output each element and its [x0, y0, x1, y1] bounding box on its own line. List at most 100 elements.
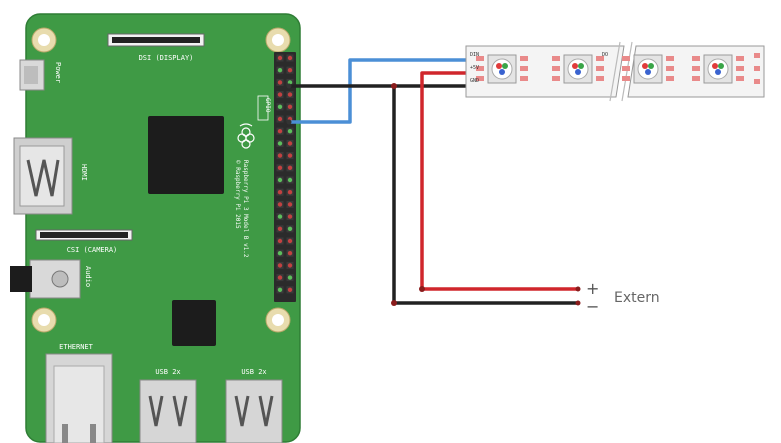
- ethernet-port: ETHERNET: [45, 343, 113, 443]
- power-connector: Power: [19, 59, 62, 91]
- gpio-pin-dot: [287, 55, 293, 61]
- extern-plus-sign: +: [586, 279, 599, 298]
- usb-port-right: USB 2x: [225, 368, 283, 443]
- gpio-pin-dot: [277, 275, 283, 280]
- raspberry-pi-board: DSI (DISPLAY) Power HDMI Raspberry Pi 3 …: [10, 13, 301, 443]
- mounting-hole-icon: [31, 307, 57, 333]
- wire-junction: [391, 83, 397, 89]
- gpio-pin-dot: [277, 226, 283, 231]
- gpio-pin-dot: [287, 263, 293, 268]
- gpio-pin-dot: [287, 275, 293, 280]
- gpio-pin-dot: [287, 165, 293, 170]
- gpio-pin-dot: [287, 214, 293, 219]
- wires: [286, 58, 581, 306]
- led-diode-icon: [575, 69, 581, 75]
- wire-end: [575, 286, 581, 292]
- led-diode-icon: [718, 63, 724, 69]
- hdmi-connector: HDMI: [13, 137, 88, 215]
- gpio-pin-dot: [277, 80, 283, 85]
- raspberry-logo-icon: [237, 123, 255, 149]
- extern-label: Extern: [614, 290, 660, 306]
- gpio-pin-dot: [277, 104, 283, 110]
- strip-5v-label: +5V: [470, 65, 479, 71]
- extern-minus-sign: −: [586, 297, 599, 316]
- wire-end: [286, 83, 292, 89]
- gpio-header: [276, 54, 294, 294]
- data-wire: [289, 58, 475, 124]
- gpio-pin-dot: [277, 92, 283, 97]
- gpio-pin-dot: [277, 238, 283, 244]
- power-wire: [420, 71, 578, 291]
- gpio-pin-dot: [277, 177, 283, 183]
- led-cell: [476, 54, 528, 84]
- usb-left-label: USB 2x: [155, 368, 180, 376]
- gpio-pin-dot: [277, 287, 283, 292]
- power-label: Power: [54, 62, 62, 83]
- gpio-pin-dot: [277, 165, 283, 170]
- gpio-pin-dot: [287, 202, 293, 207]
- model-text: Raspberry Pi 3 Model B v1.2: [242, 160, 249, 258]
- led-diode-icon: [712, 63, 718, 69]
- mounting-hole-icon: [31, 27, 57, 53]
- wire-junction: [391, 300, 397, 306]
- strip-gnd-label: GND: [470, 78, 479, 84]
- soc-chip: [148, 116, 224, 194]
- led-diode-icon: [648, 63, 654, 69]
- gpio-pin-dot: [287, 104, 293, 110]
- usb-right-label: USB 2x: [241, 368, 266, 376]
- csi-label: CSI (CAMERA): [67, 246, 118, 254]
- led-diode-icon: [496, 63, 502, 69]
- led-diode-icon: [572, 63, 578, 69]
- gpio-pin-dot: [287, 177, 293, 183]
- usb-port-left: USB 2x: [139, 368, 197, 443]
- gpio-pin-dot: [277, 202, 283, 207]
- gpio-pin-dot: [287, 80, 293, 85]
- audio-jack: Audio: [10, 259, 92, 299]
- led-diode-icon: [642, 63, 648, 69]
- gpio-pin-dot: [277, 129, 283, 134]
- gpio-pin-dot: [277, 214, 283, 219]
- gpio-pin-dot: [287, 68, 293, 73]
- copyright-text: © Raspberry Pi 2015: [234, 160, 241, 229]
- mounting-hole-icon: [265, 307, 291, 333]
- gpio-pin-dot: [277, 251, 283, 256]
- led-diode-icon: [578, 63, 584, 69]
- gpio-pin-dot: [277, 141, 283, 146]
- led-strip: DIN +5V GND DO: [465, 41, 765, 102]
- strip-do-label: DO: [602, 52, 608, 58]
- gpio-pin-dot: [287, 92, 293, 97]
- gpio-pin-dot: [287, 251, 293, 256]
- led-diode-icon: [645, 69, 651, 75]
- mounting-hole-icon: [265, 27, 291, 53]
- gpio-pin-dot: [287, 287, 293, 292]
- gpio-label: GPIO: [264, 98, 271, 113]
- strip-din-label: DIN: [470, 52, 479, 58]
- usb-controller-chip: [172, 300, 216, 346]
- gpio-pin-dot: [287, 226, 293, 231]
- gpio-pin-dot: [287, 141, 293, 146]
- gpio-pin-dot: [277, 68, 283, 73]
- hdmi-label: HDMI: [80, 164, 88, 181]
- led-diode-icon: [499, 69, 505, 75]
- gpio-pin-dot: [277, 153, 283, 158]
- gpio-pin-dot: [287, 190, 293, 195]
- led-cell: [552, 54, 604, 84]
- wire-end: [575, 300, 581, 306]
- gpio-pin-dot: [277, 190, 283, 195]
- led-cell: [692, 54, 744, 84]
- gpio-pin-dot: [287, 153, 293, 158]
- dsi-connector: DSI (DISPLAY): [107, 33, 205, 62]
- ethernet-label: ETHERNET: [59, 343, 94, 351]
- extern-power: + − Extern: [586, 279, 660, 316]
- gpio-pin-dot: [287, 129, 293, 134]
- audio-label: Audio: [84, 266, 92, 287]
- led-diode-icon: [715, 69, 721, 75]
- csi-connector: CSI (CAMERA): [35, 229, 133, 254]
- led-diode-icon: [502, 63, 508, 69]
- gpio-pin-dot: [277, 263, 283, 268]
- wire-end: [286, 119, 292, 125]
- wire-junction: [419, 286, 425, 292]
- dsi-label: DSI (DISPLAY): [139, 54, 194, 62]
- gpio-pin-dot: [277, 116, 283, 122]
